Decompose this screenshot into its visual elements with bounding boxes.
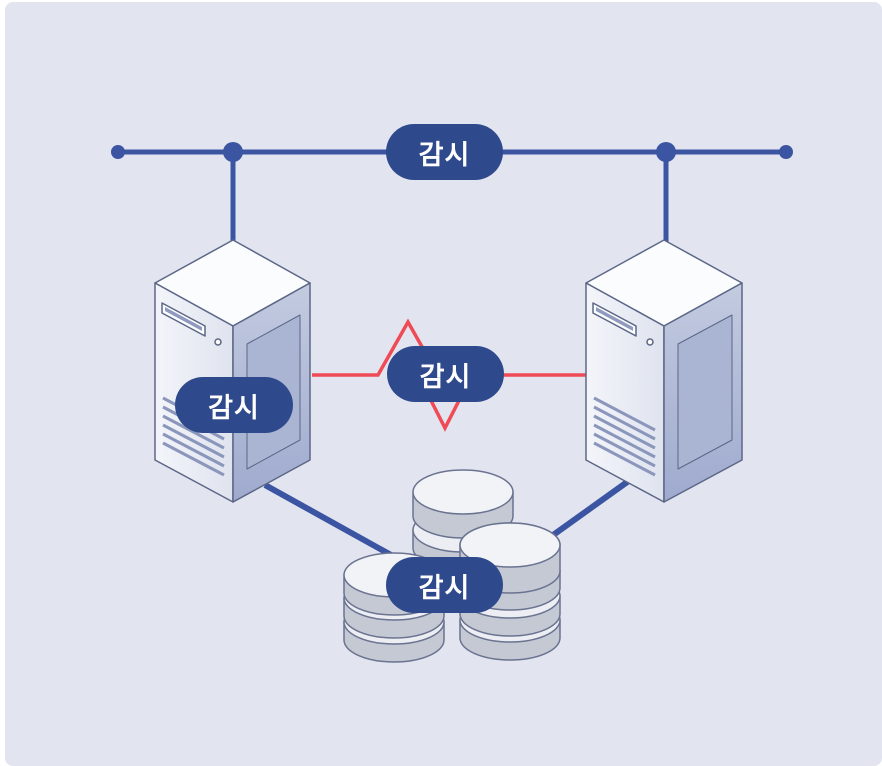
server-icon [154,239,311,503]
server-monitor-badge: 감시 [175,377,293,433]
bus-endpoint-right [779,145,793,159]
heartbeat-monitor-badge: 감시 [387,346,504,402]
network-monitor-badge: 감시 [386,124,503,180]
bus-endpoint-left [111,145,125,159]
storage-monitor-badge: 감시 [386,557,503,613]
server-icon [585,239,743,503]
